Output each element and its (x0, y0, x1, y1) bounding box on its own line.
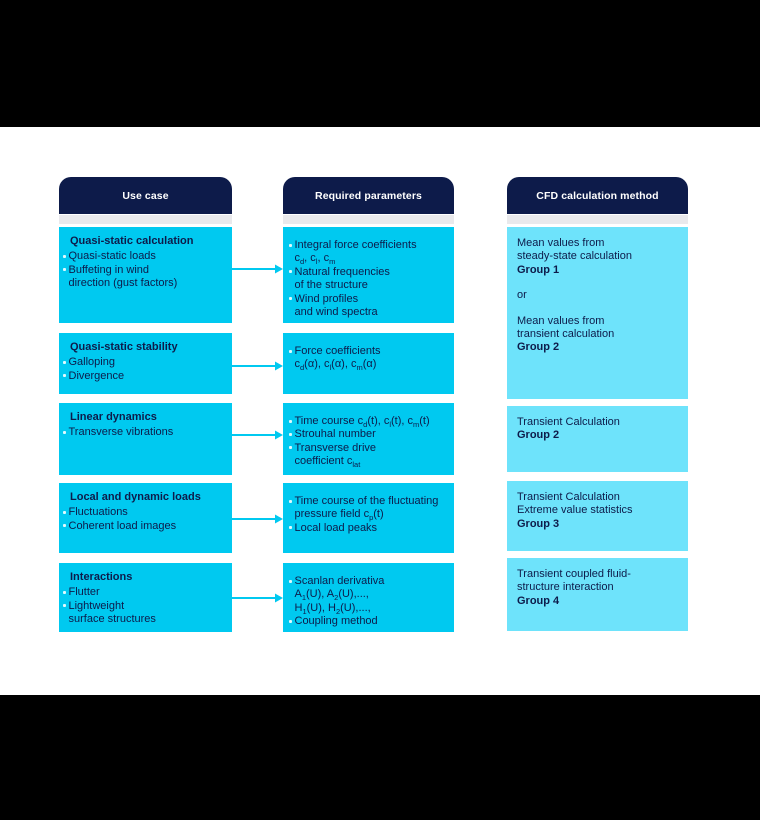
bullet-line: Divergence (63, 370, 224, 383)
bullet-line: Fluctuations (63, 506, 224, 519)
letterbox-bottom (0, 695, 760, 820)
continuation-line: coefficient clat (294, 455, 361, 470)
group-label: Group 1 (517, 263, 560, 276)
bullet-line: Lightweight (63, 600, 224, 613)
group-label: Group 4 (517, 594, 560, 607)
flow-arrow-icon (232, 264, 283, 274)
bullet-dot (289, 432, 292, 436)
method-line: Mean values from (517, 237, 605, 249)
header-divider-band (507, 215, 688, 224)
bullet-dot (289, 619, 292, 623)
bullet-line: Flutter (63, 586, 224, 599)
use-case-title: Quasi-static calculation (70, 235, 194, 247)
continuation-line: cd, cl, cm (294, 252, 336, 267)
group-label: Group 2 (517, 429, 560, 442)
continuation-line: and wind spectra (294, 306, 378, 319)
method-line: Transient coupled fluid- (517, 568, 631, 580)
bullet-line: Buffeting in wind (63, 264, 224, 277)
method-line: Mean values from (517, 314, 605, 327)
bullet-dot (289, 297, 292, 301)
method-line: Transient Calculation (517, 416, 620, 428)
column-header-required-parameters: Required parameters (283, 177, 454, 214)
blank-line (517, 303, 680, 315)
bullet-line: Transverse drive (289, 442, 446, 455)
bullet-dot (63, 268, 66, 272)
bullet-line: Wind profiles (289, 293, 446, 306)
continuation-line: pressure field cp(t) (294, 508, 384, 523)
flow-arrow-icon (232, 593, 283, 603)
group-label: Group 3 (517, 517, 560, 530)
bullet-dot (63, 254, 66, 258)
bullet-dot (289, 270, 292, 274)
bullet-line: Integral force coefficients (289, 239, 446, 252)
continuation-line: cd(α), cl(α), cm(α) (294, 358, 377, 373)
flow-arrow-icon (232, 514, 283, 524)
bullet-line: Quasi-static loads (63, 250, 224, 263)
bullet-line: Coherent load images (63, 520, 224, 533)
bullet-dot (63, 360, 66, 364)
use-case-title: Local and dynamic loads (70, 491, 201, 503)
method-line: structure interaction (517, 581, 614, 594)
bullet-dot (63, 604, 66, 608)
letterbox-top (0, 0, 760, 127)
bullet-dot (289, 243, 292, 247)
continuation-line: A1(U), A2(U),..., (294, 588, 369, 603)
bullet-dot (63, 524, 66, 528)
header-divider-band (59, 215, 232, 224)
continuation-line: direction (gust factors) (68, 277, 178, 290)
bullet-dot (289, 579, 292, 583)
use-case-title: Interactions (70, 571, 133, 583)
group-label: Group 2 (517, 341, 560, 354)
bullet-line: Galloping (63, 356, 224, 369)
bullet-line: Force coefficients (289, 345, 446, 358)
bullet-line: Scanlan derivativa (289, 575, 446, 588)
method-line: Transient Calculation (517, 491, 620, 503)
column-header-cfd-calculation-method: CFD calculation method (507, 177, 688, 214)
bullet-line: Time course of the fluctuating (289, 495, 446, 508)
method-line: steady-state calculation (517, 250, 632, 263)
bullet-line: Natural frequencies (289, 266, 446, 279)
bullet-dot (63, 430, 66, 434)
continuation-line: H1(U), H2(U),..., (294, 601, 371, 616)
bullet-line: Local load peaks (289, 522, 446, 535)
method-line: or (517, 289, 527, 302)
bullet-dot (289, 349, 292, 353)
continuation-line: of the structure (294, 279, 368, 292)
bullet-dot (63, 590, 66, 594)
bullet-dot (289, 499, 292, 503)
bullet-dot (63, 510, 66, 514)
blank-line (517, 277, 680, 289)
method-line: transient calculation (517, 328, 615, 341)
use-case-title: Quasi-static stability (70, 341, 178, 353)
bullet-dot (63, 374, 66, 378)
method-line: Extreme value statistics (517, 504, 633, 517)
header-divider-band (283, 215, 454, 224)
flow-arrow-icon (232, 430, 283, 440)
bullet-dot (289, 419, 292, 423)
bullet-dot (289, 526, 292, 530)
method-box: Transient coupled fluid-structure intera… (507, 558, 688, 631)
use-case-title: Linear dynamics (70, 411, 157, 423)
bullet-line: Time course cd(t), cl(t), cm(t) (289, 415, 446, 428)
parameters-box: Time course cd(t), cl(t), cm(t)Strouhal … (283, 403, 454, 475)
flow-arrow-icon (232, 361, 283, 371)
bullet-line: Coupling method (289, 615, 446, 628)
column-header-use-case: Use case (59, 177, 232, 214)
continuation-line: surface structures (68, 613, 156, 626)
bullet-line: Transverse vibrations (63, 426, 224, 439)
bullet-dot (289, 446, 292, 450)
bullet-line: Strouhal number (289, 428, 446, 441)
